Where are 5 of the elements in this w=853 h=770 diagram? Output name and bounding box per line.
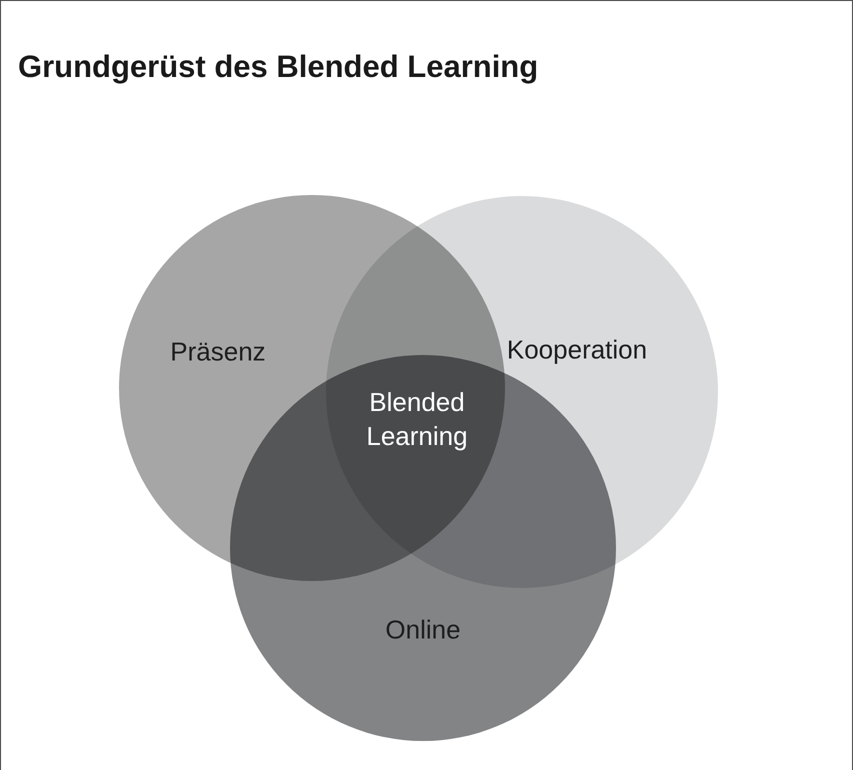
circle-label: Kooperation [506, 334, 648, 366]
title: Grundgerüst des Blended Learning [18, 48, 538, 86]
circle-label: Präsenz [170, 336, 266, 368]
circle-label: Online [385, 614, 461, 646]
intersection-label: Blended Learning [365, 386, 469, 453]
